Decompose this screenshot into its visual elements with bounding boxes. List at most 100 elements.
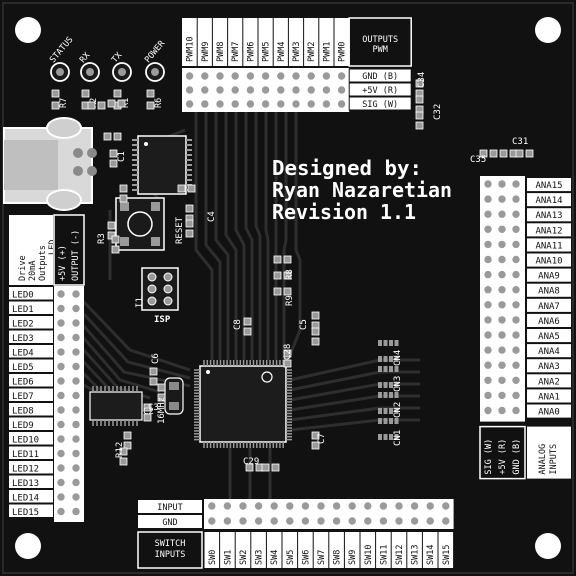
switch-pin (362, 501, 373, 511)
smd-pad (97, 101, 106, 110)
pwm-pin (306, 85, 317, 95)
trace-5 (244, 112, 254, 360)
led-pin (56, 376, 66, 386)
designator-c31: C31 (512, 137, 528, 147)
analog-pin (497, 375, 507, 386)
switch-channel-label: SW14 (426, 545, 436, 565)
analog-pin (511, 405, 521, 416)
pwm-pin (291, 85, 301, 95)
smd-pad (103, 132, 112, 141)
designator-i1: I1 (135, 297, 145, 308)
switch-pin (394, 501, 404, 511)
switch-pin (300, 516, 311, 526)
led-pin (71, 405, 81, 415)
analog-pin (483, 284, 493, 295)
analog-row-label-box (527, 253, 571, 267)
led-row-label-box (9, 374, 53, 387)
mounting-holes (15, 17, 561, 559)
led-pin (71, 361, 81, 372)
led-row-label-box (9, 330, 53, 343)
led-pin (71, 289, 81, 299)
led-pin (56, 492, 66, 502)
led-row-label-box (9, 504, 53, 517)
switch-channel-label: SW7 (317, 550, 327, 565)
analog-pin (511, 179, 521, 189)
pwm-row-label: SIG (W) (362, 100, 398, 110)
switch-channel-label: SW9 (348, 550, 358, 565)
smd-pad (157, 393, 166, 402)
status-resistor-label: R1 (121, 98, 131, 108)
smd-pad (479, 149, 488, 158)
pwm-pin (230, 71, 241, 81)
led-row-label: LED10 (12, 436, 39, 446)
analog-row-label-box (527, 404, 571, 418)
smd-pad (525, 149, 534, 158)
analog-row-label-box (527, 298, 571, 312)
switch-channel-box (298, 532, 313, 568)
switch-channel-label: SW0 (208, 550, 218, 565)
pwm-pin (336, 99, 347, 109)
pwm-pin (291, 71, 301, 81)
switch-pin (222, 516, 233, 526)
analog-pin (483, 209, 493, 220)
analog-row-label: ANA5 (538, 332, 560, 342)
switch-pin (253, 516, 264, 526)
analog-pin (483, 315, 493, 325)
smd-pad (271, 463, 280, 472)
switch-channel-label: SW13 (411, 545, 421, 565)
switch-pin (331, 516, 342, 526)
mounting-hole-bottom-right (535, 533, 561, 559)
mounting-hole-bottom-left (15, 533, 41, 559)
designator-c3: C3 (148, 403, 159, 413)
smd-pad (185, 229, 194, 238)
designator-c7: C7 (317, 433, 327, 444)
analog-row-label-box (527, 223, 571, 237)
switch-pin (409, 501, 420, 511)
smd-pad (119, 194, 128, 203)
smd-pad (123, 441, 132, 450)
trace-7 (264, 112, 270, 360)
led-row-label-box (9, 403, 53, 416)
pwm-channel-label: PWM1 (322, 42, 332, 62)
pwm-pin (245, 99, 256, 109)
pwm-pin (275, 99, 286, 109)
led-pin (71, 318, 81, 328)
analog-pin (497, 330, 507, 340)
smd-pad (111, 245, 120, 254)
designator-cn2: CN2 (393, 402, 403, 418)
crystal-label: 16MHz (157, 397, 167, 424)
led-row-label-box (9, 359, 53, 372)
smd-pad (119, 447, 128, 456)
smd-pad (283, 359, 292, 368)
smd-pad (283, 255, 292, 264)
smd-pad (243, 327, 252, 336)
led-pin (71, 434, 81, 444)
analog-pin (497, 269, 507, 280)
led-title-line: LED (48, 240, 58, 255)
switch-channel-box (220, 532, 235, 568)
pwm-pin (184, 85, 195, 95)
copper-traces (80, 112, 420, 500)
analog-pin (483, 239, 493, 250)
smd-pad (107, 231, 116, 240)
analog-row-label-box (527, 283, 571, 297)
switch-pin (425, 501, 436, 511)
analog-input-header: ANA15ANA14ANA13ANA12ANA11ANA10ANA9ANA8AN… (479, 176, 571, 480)
designator-c2: C2 (143, 407, 154, 417)
analog-pin (497, 315, 507, 325)
credit-line-3: Revision 1.1 (272, 200, 416, 224)
led-row-label: LED9 (12, 421, 34, 431)
led-driver-chip (89, 386, 143, 426)
switch-pin (238, 501, 248, 511)
switch-row-label: GND (162, 518, 177, 528)
pwm-channel-label: PWM9 (201, 42, 211, 62)
designator-c29: C29 (243, 457, 259, 467)
led-pin (71, 448, 81, 459)
analog-pin (497, 360, 507, 371)
analog-pin (511, 360, 521, 371)
led-row-label: LED2 (12, 320, 34, 330)
led-row-label-box (9, 287, 53, 300)
